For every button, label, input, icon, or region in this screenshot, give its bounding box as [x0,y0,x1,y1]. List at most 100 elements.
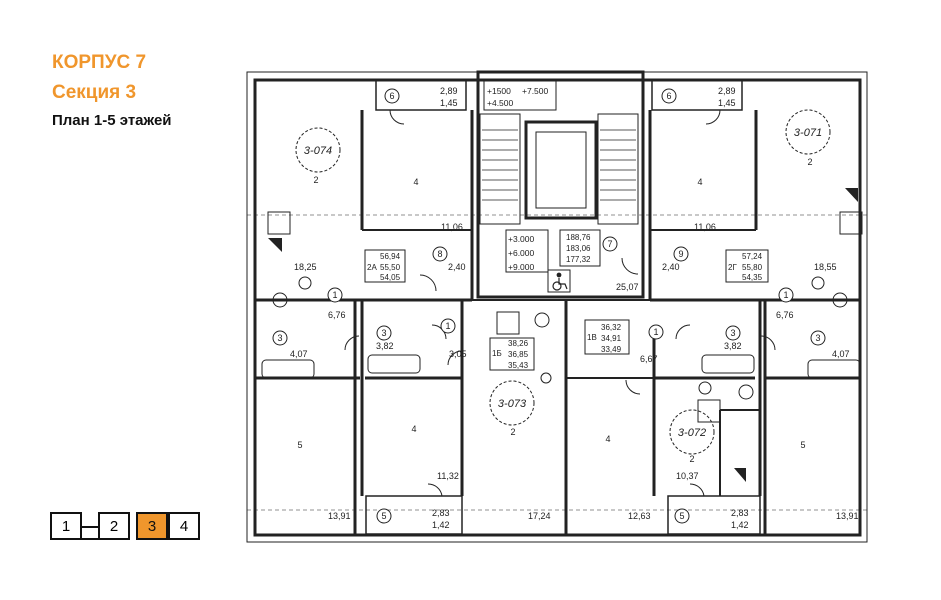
room-area: 12,63 [628,511,651,521]
outer-frame [246,71,868,543]
room-area: 1,45 [718,98,736,108]
section-connector [80,526,100,540]
outer-wall [253,78,862,537]
sink-icon [272,292,288,308]
bathtub-icon [701,354,755,374]
room-number: 4 [411,424,416,434]
apt-area-1: 38,26 [508,339,529,348]
apt-area-2: 55,50 [380,263,401,272]
elevation-label: +7.500 [522,86,549,96]
apt-area-2: 34,91 [601,334,622,343]
room-number: 9 [678,249,683,259]
room-number: 2 [510,427,515,437]
room-number: 2 [313,175,318,185]
total-area-2: 183,06 [566,244,591,253]
stair-left [479,113,521,225]
room-area: 2,89 [440,86,458,96]
room-area: 1,42 [731,520,749,530]
room-number: 1 [653,327,658,337]
apartment-id: 3-071 [794,127,822,139]
apartment-id: 3-073 [498,398,527,410]
room-number: 1 [445,321,450,331]
room-area: 13,91 [328,511,351,521]
room-area: 18,25 [294,262,317,272]
plan-title: План 1-5 этажей [52,112,172,129]
room-number: 6 [666,91,671,101]
room-number: 7 [607,239,612,249]
apt-area-3: 54,05 [380,273,401,282]
room-area: 6,76 [328,310,346,320]
room-area: 2,89 [718,86,736,96]
building-title: КОРПУС 7 [52,52,147,73]
room-number: 5 [381,511,386,521]
room-area: 6,76 [776,310,794,320]
apt-type: 1В [587,333,597,342]
apt-type: 1Б [492,349,502,358]
apartment-id: 3-074 [304,145,332,157]
apt-type: 2А [367,263,377,272]
stove-icon [839,211,863,235]
section-title: Секция 3 [52,82,137,103]
room-number: 1 [332,290,337,300]
core-block [476,70,645,299]
room-number: 5 [679,511,684,521]
room-area: 4,07 [832,349,850,359]
room-area: 3,82 [376,341,394,351]
room-area: 1,42 [432,520,450,530]
room-area: 2,83 [432,508,450,518]
elevation-label: +6.000 [508,248,535,258]
room-area: 11,06 [441,222,463,232]
room-number: 5 [297,440,302,450]
room-number: 3 [730,328,735,338]
elevator-shaft [524,120,598,220]
room-number: 3 [277,333,282,343]
sink-icon [832,292,848,308]
room-number: 4 [413,177,418,187]
section-4-button[interactable]: 4 [168,512,200,540]
room-area: 4,07 [290,349,308,359]
room-number: 2 [689,454,694,464]
room-number: 5 [800,440,805,450]
elevation-box [483,79,557,111]
stove-icon [697,399,721,423]
room-area: 18,55 [814,262,837,272]
room-area: 10,37 [676,471,699,481]
apt-area-3: 35,43 [508,361,529,370]
balcony-top-right [651,79,743,111]
elevation-label: +9.000 [508,262,535,272]
room-area: 3,05 [449,349,467,359]
bathtub-icon [367,354,421,374]
apartment-id: 3-072 [678,427,706,439]
elevation-label: +3.000 [508,234,535,244]
bathtub-icon [807,359,861,379]
room-area: 1,45 [440,98,458,108]
section-1-button[interactable]: 1 [50,512,82,540]
total-area-3: 177,32 [566,255,591,264]
bathtub-icon [261,359,315,379]
elevator-cabin [535,131,587,209]
apt-area-3: 33,49 [601,345,622,354]
room-area: 17,24 [528,511,551,521]
balcony-top-left [375,79,467,111]
apt-area-2: 55,80 [742,263,763,272]
apt-area-1: 36,32 [601,323,622,332]
room-number: 1 [783,290,788,300]
room-area: 11,06 [694,222,716,232]
room-number: 6 [389,91,394,101]
room-number: 3 [815,333,820,343]
room-area: 3,82 [724,341,742,351]
room-area: 2,40 [448,262,466,272]
apt-type: 2Г [728,263,737,272]
wheelchair-icon [547,269,571,293]
sink-icon [738,384,754,400]
total-area-1: 188,76 [566,233,591,242]
stove-icon [496,311,520,335]
room-number: 2 [807,157,812,167]
section-3-button[interactable]: 3 [136,512,168,540]
section-2-button[interactable]: 2 [98,512,130,540]
apt-area-1: 57,24 [742,252,763,261]
room-area: 2,83 [731,508,749,518]
room-number: 3 [381,328,386,338]
room-number: 4 [697,177,702,187]
